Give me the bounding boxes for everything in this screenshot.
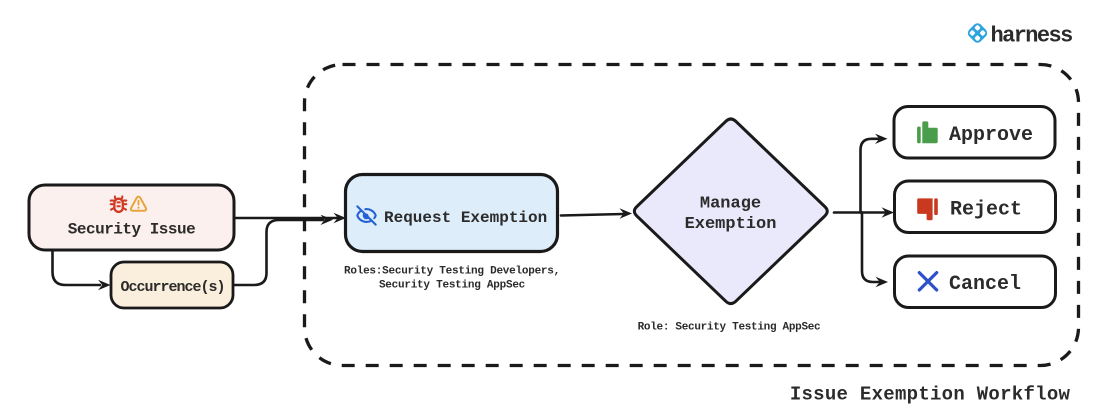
svg-text:Security Testing AppSec: Security Testing AppSec <box>379 280 525 292</box>
svg-text:Security Issue: Security Issue <box>68 220 195 238</box>
svg-text:Manage: Manage <box>700 195 761 214</box>
svg-text:Reject: Reject <box>950 198 1022 221</box>
svg-text:Exemption: Exemption <box>685 215 777 234</box>
svg-text:harness: harness <box>991 23 1073 48</box>
svg-text:Role: Security Testing AppSec: Role: Security Testing AppSec <box>638 321 821 333</box>
svg-text:Request Exemption: Request Exemption <box>384 209 547 227</box>
svg-text:Cancel: Cancel <box>949 273 1021 296</box>
svg-text:Occurrence(s): Occurrence(s) <box>120 279 224 296</box>
svg-text:Roles:Security Testing Develop: Roles:Security Testing Developers, <box>344 266 560 278</box>
svg-text:Approve: Approve <box>949 124 1033 147</box>
svg-text:Issue Exemption Workflow: Issue Exemption Workflow <box>790 384 1071 406</box>
